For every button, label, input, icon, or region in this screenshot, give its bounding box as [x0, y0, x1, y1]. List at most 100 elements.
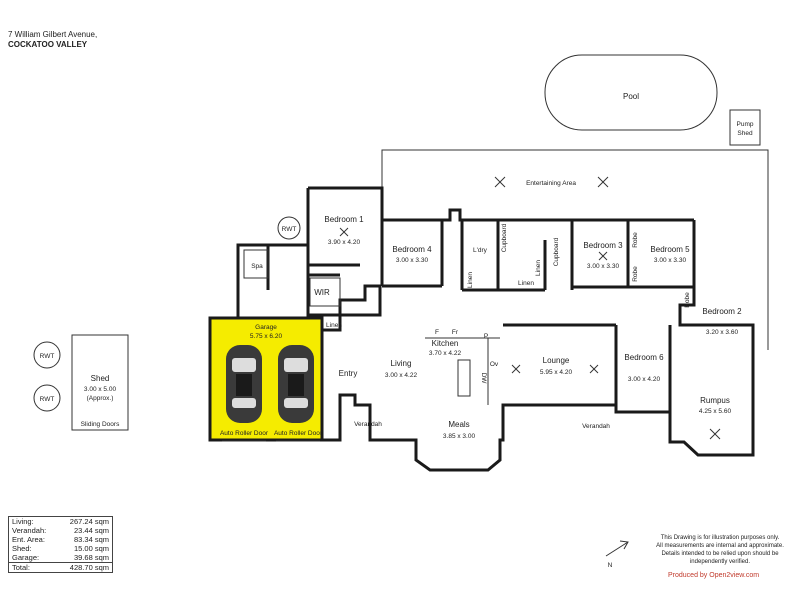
laundry-label: L'dry	[473, 247, 488, 254]
lounge-dim: 5.95 x 4.20	[540, 369, 573, 376]
bedroom5-label: Bedroom 5	[650, 245, 690, 254]
verandah-label-2: Verandah	[582, 423, 610, 430]
area-row: Ent. Area: 83.34 sqm	[9, 535, 113, 544]
auto-door-label-2: Auto Roller Door	[274, 430, 323, 437]
area-value: 39.68 sqm	[73, 553, 109, 562]
disclaimer-line-2: All measurements are internal and approx…	[656, 543, 784, 549]
area-row: Shed: 15.00 sqm	[9, 544, 113, 553]
bedroom1-label: Bedroom 1	[324, 215, 364, 224]
shed-dim: 3.00 x 5.00	[84, 386, 117, 393]
area-value: 83.34 sqm	[73, 535, 109, 544]
verandah-label-1: Verandah	[354, 421, 382, 428]
light-x-icon	[494, 176, 506, 188]
shed-label: Shed	[91, 374, 110, 383]
bedroom3-label: Bedroom 3	[583, 241, 623, 250]
area-value: 267.24 sqm	[69, 517, 109, 526]
garage-label: Garage	[255, 324, 277, 331]
garage-dim: 5.75 x 6.20	[250, 333, 283, 340]
area-total-label: Total:	[8, 562, 58, 573]
robe-label-1: Robe	[632, 232, 639, 248]
rwt-tank	[33, 384, 61, 412]
area-value: 15.00 sqm	[73, 544, 109, 553]
light-x-icon	[339, 227, 349, 237]
robe-label-3: Robe	[684, 292, 691, 308]
meals-label: Meals	[448, 420, 469, 429]
spa	[243, 249, 269, 279]
bedroom5-dim: 3.00 x 3.30	[654, 257, 687, 264]
robe-label-2: Robe	[632, 266, 639, 282]
light-x-icon	[709, 428, 721, 440]
meals-dim: 3.85 x 3.00	[443, 433, 476, 440]
rwt-tank	[33, 341, 61, 369]
sliding-doors-label: Sliding Doors	[81, 421, 120, 428]
car-icon	[278, 345, 314, 423]
area-row: Garage: 39.68 sqm	[9, 553, 113, 563]
shed	[71, 334, 129, 431]
area-total-value: 428.70 sqm	[57, 562, 113, 573]
area-row: Verandah:23.44 sqm	[9, 526, 113, 535]
bedroom2-dim: 3.20 x 3.60	[706, 329, 739, 336]
pump-shed	[729, 109, 761, 146]
credit: Produced by Open2view.com	[668, 572, 760, 579]
pool-label: Pool	[623, 92, 639, 101]
spa-label: Spa	[251, 263, 263, 270]
disclaimer-line-1: This Drawing is for illustration purpose…	[660, 535, 780, 541]
street-address: 7 William Gilbert Avenue,	[8, 30, 98, 39]
light-x-icon	[597, 176, 609, 188]
fridge-label: F	[435, 329, 439, 336]
linen-garage-label: Linen	[326, 322, 342, 329]
bedroom6-dim: 3.00 x 4.20	[628, 376, 661, 383]
rumpus-label: Rumpus	[700, 396, 730, 405]
compass-arrow-icon	[605, 540, 629, 557]
property-address: 7 William Gilbert Avenue, COCKATOO VALLE…	[8, 30, 97, 50]
freezer-label: Fr	[452, 329, 459, 336]
dishwasher-label: DW	[480, 373, 487, 385]
auto-door-label-1: Auto Roller Door	[220, 430, 269, 437]
entertaining-area-outline	[381, 149, 769, 350]
bedroom4-label: Bedroom 4	[392, 245, 432, 254]
north-label: N	[608, 562, 613, 569]
outer-wall	[306, 186, 755, 472]
area-total-row: Total:428.70 sqm	[8, 562, 113, 573]
area-label: Shed:	[12, 544, 32, 553]
disclaimer-line-4: independently verified.	[689, 559, 751, 565]
area-label: Ent. Area:	[12, 535, 45, 544]
kitchen-label: Kitchen	[432, 339, 459, 348]
oven-label: Ov	[490, 361, 499, 368]
living-label: Living	[391, 359, 412, 368]
disclaimer: This Drawing is for illustration purpose…	[650, 534, 790, 566]
bedroom4-dim: 3.00 x 3.30	[396, 257, 429, 264]
area-label: Garage:	[12, 553, 40, 562]
rwt-label: RWT	[40, 396, 55, 403]
lounge-label: Lounge	[543, 356, 570, 365]
pantry-label: P	[484, 333, 488, 340]
area-label: Living:	[12, 517, 34, 526]
linen-label-2: Linen	[518, 280, 534, 287]
pump-shed-label-1: Pump	[737, 121, 754, 128]
light-x-icon	[598, 251, 608, 261]
kitchen-dim: 3.70 x 4.22	[429, 350, 462, 357]
bedroom1-dim: 3.90 x 4.20	[328, 239, 361, 246]
bedroom2-label: Bedroom 2	[702, 307, 742, 316]
entry-label: Entry	[339, 369, 358, 378]
rwt-label: RWT	[282, 226, 297, 233]
entertaining-area-label: Entertaining Area	[526, 180, 576, 187]
wir-label: WIR	[314, 288, 330, 297]
cupboard-label-1: Cupboard	[501, 223, 508, 252]
kitchen-bench	[425, 337, 500, 405]
disclaimer-line-3: Details intended to be relied upon shoul…	[661, 551, 779, 557]
car-icon	[226, 345, 262, 423]
pump-shed-label-2: Shed	[737, 130, 753, 137]
bedroom3-dim: 3.00 x 3.30	[587, 263, 620, 270]
bedroom6-label: Bedroom 6	[624, 353, 664, 362]
linen-label-3: Linen	[535, 260, 542, 276]
rwt-tank	[277, 216, 301, 240]
rumpus-dim: 4.25 x 5.60	[699, 408, 732, 415]
light-x-icon	[589, 364, 599, 374]
interior-walls	[266, 218, 696, 292]
living-dim: 3.00 x 4.22	[385, 372, 418, 379]
suburb: COCKATOO VALLEY	[8, 40, 88, 49]
wir-box	[309, 277, 341, 307]
